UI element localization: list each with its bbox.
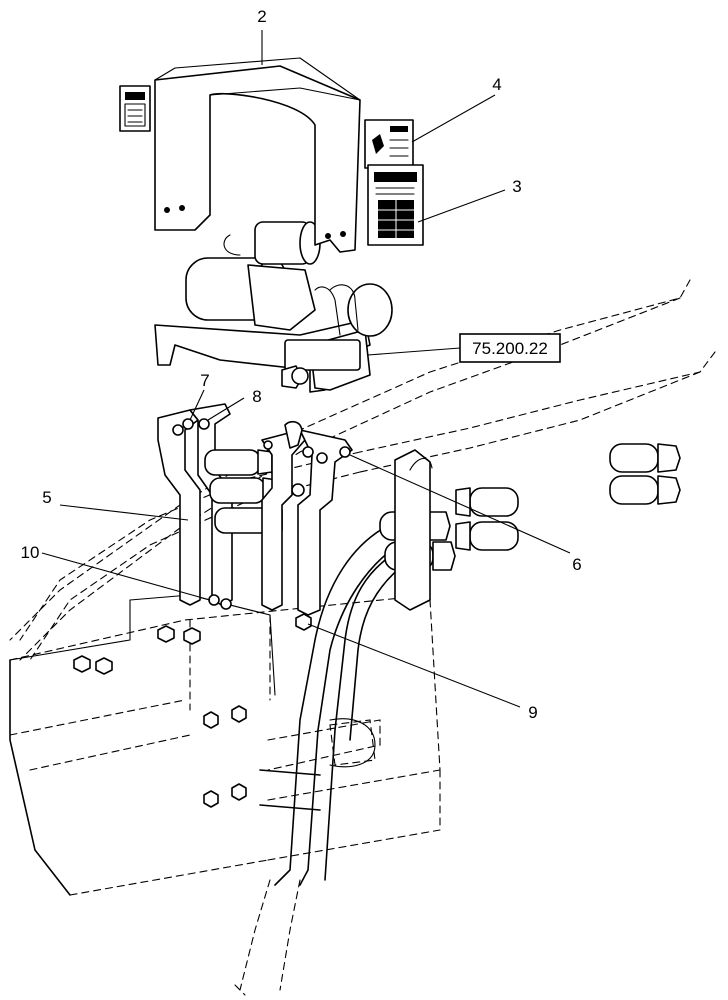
callout-5: 5 [42,488,51,507]
pump-cover [154,57,361,253]
leader-lines [41,30,571,708]
hydraulic-hoses [274,519,416,886]
callout-3: 3 [512,177,521,196]
decal-3 [367,164,424,246]
leader-8 [207,397,245,421]
reference-box-label: 75.200.22 [472,339,548,358]
callout-9: 9 [528,703,537,722]
phantom-frame [9,469,441,896]
phantom-hoses [9,279,716,996]
callout-6: 6 [572,555,581,574]
leader-5 [59,504,189,521]
callouts: 2 4 3 7 8 5 6 10 9 [21,7,582,722]
callout-7: 7 [200,371,209,390]
leader-10 [41,552,211,601]
frame-bolts [73,625,247,808]
leader-4 [411,94,496,143]
callout-2: 2 [257,7,266,26]
leader-9 [307,623,521,708]
valve-bracket [394,449,433,611]
pump-assembly [154,221,393,393]
tractor-frame [9,594,376,896]
callout-10: 10 [21,543,40,562]
leader-6 [349,454,571,554]
decal-4 [364,119,414,169]
callout-8: 8 [252,387,261,406]
reference-box: 75.200.22 [459,333,561,363]
decal-left [119,85,151,132]
leader-3 [417,189,506,223]
mounting-bracket [157,403,353,631]
leader-7 [189,389,205,421]
callout-4: 4 [492,75,501,94]
leader-ref [367,347,461,356]
